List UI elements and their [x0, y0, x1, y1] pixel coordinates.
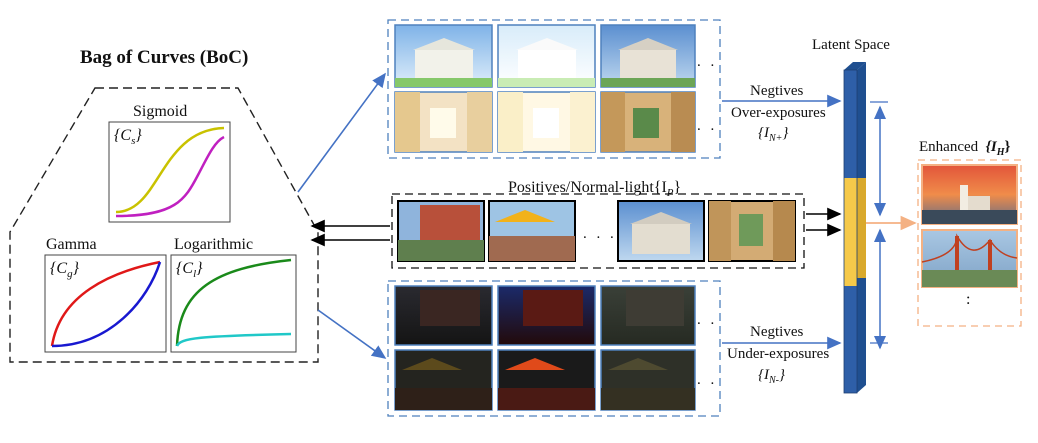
over-row2-ellipsis: . .: [697, 118, 718, 134]
positives-title: Positives/Normal-light{IP}: [508, 179, 682, 200]
over-set-label: {IN+}: [758, 125, 789, 144]
over-exposures-label: Over-exposures: [731, 105, 826, 121]
over-thumb-alley-2: [497, 91, 596, 153]
over-thumb-alley-1: [394, 91, 493, 153]
arrow-boc-to-under: [317, 309, 387, 359]
pos-thumb-building: [617, 200, 705, 262]
over-thumb-building-2: [497, 24, 596, 88]
enhanced-group: [917, 159, 1022, 327]
under-exposures-label: Under-exposures: [727, 346, 830, 362]
gamma-curve-box: [44, 254, 167, 353]
over-row1-ellipsis: . .: [697, 54, 718, 70]
under-row2-ellipsis: . .: [697, 372, 718, 388]
sigmoid-set-label: {Cs}: [114, 127, 142, 148]
latent-space-bar: [843, 62, 866, 394]
sigmoid-label: Sigmoid: [133, 103, 188, 120]
under-thumb-street-2: [497, 285, 596, 346]
positives-group: [391, 193, 805, 269]
under-row1-ellipsis: . .: [697, 312, 718, 328]
under-thumb-umbrella-2: [497, 349, 596, 411]
under-negatives-label: Negtives: [750, 324, 804, 340]
over-thumb-building-3: [600, 24, 696, 88]
enhanced-label: Enhanced {IH}: [919, 139, 1011, 158]
under-set-label: {IN-}: [758, 367, 785, 386]
over-thumb-building-1: [394, 24, 493, 88]
boc-dashed-outline: [9, 87, 319, 363]
over-negatives-label: Negtives: [750, 83, 804, 99]
under-thumb-street-3: [600, 285, 696, 346]
pos-thumb-alley: [708, 200, 796, 262]
under-thumb-umbrella-1: [394, 349, 493, 411]
logarithmic-curve-box: [170, 254, 297, 353]
over-thumb-alley-3: [600, 91, 696, 153]
logarithmic-label: Logarithmic: [174, 236, 254, 253]
arrow-boc-to-over: [297, 72, 386, 193]
gamma-set-label: {Cg}: [50, 260, 79, 281]
boc-title: Bag of Curves (BoC): [80, 47, 249, 68]
pos-thumb-street: [397, 200, 485, 262]
gamma-label: Gamma: [46, 236, 97, 253]
enhanced-vertical-ellipsis: :: [966, 291, 971, 308]
logarithmic-set-label: {Cl}: [176, 260, 203, 281]
over-exposure-group: [387, 19, 721, 159]
pos-thumb-umbrella: [488, 200, 576, 262]
positives-ellipsis: . . .: [583, 226, 617, 242]
enhanced-thumb-lighthouse: [921, 164, 1018, 225]
under-thumb-street-1: [394, 285, 493, 346]
under-thumb-umbrella-3: [600, 349, 696, 411]
latent-space-label: Latent Space: [812, 37, 890, 53]
enhanced-thumb-bridge: [921, 229, 1018, 288]
sigmoid-curve-box: [108, 121, 231, 223]
